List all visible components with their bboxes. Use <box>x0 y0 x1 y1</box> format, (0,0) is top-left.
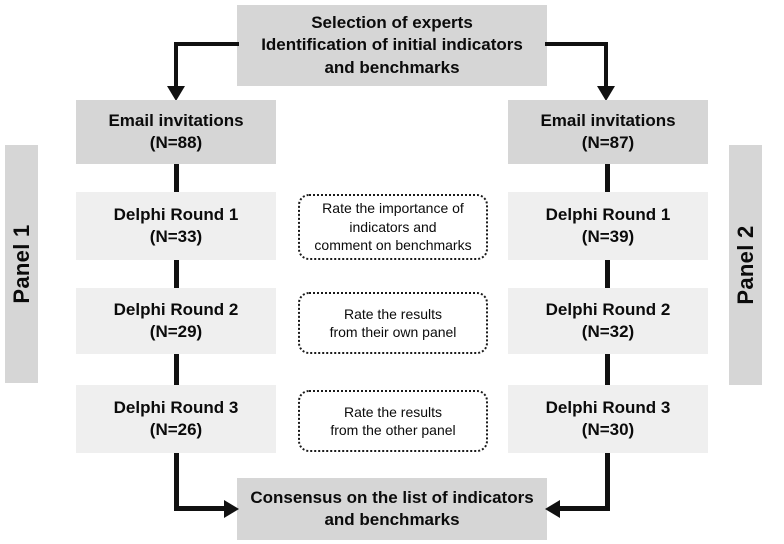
arrow-bottom-right <box>545 500 560 518</box>
left-delphi-round-1-box: Delphi Round 1 (N=33) <box>76 192 276 260</box>
center-note-round-2: Rate the results from their own panel <box>298 292 488 354</box>
panel-bar-right: Panel 2 <box>729 145 762 385</box>
box-count: (N=30) <box>581 420 635 439</box>
box-title: Email invitations <box>108 110 244 130</box>
connector-top-left-horizontal <box>176 42 239 46</box>
panel-label-1: Panel 1 <box>8 224 34 304</box>
left-delphi-round-2-box: Delphi Round 2 (N=29) <box>76 288 276 354</box>
connector-left-2 <box>174 260 179 288</box>
connector-left-1 <box>174 164 179 192</box>
selection-of-experts-box: Selection of experts Identification of i… <box>237 5 547 86</box>
connector-top-right-vertical <box>604 42 608 89</box>
note-line-1: Rate the results <box>343 305 443 322</box>
box-title: Delphi Round 3 <box>113 397 239 417</box>
right-delphi-round-2-box: Delphi Round 2 (N=32) <box>508 288 708 354</box>
box-count: (N=87) <box>581 133 635 152</box>
panel-label-2: Panel 2 <box>732 225 758 305</box>
title-line-2: Identification of initial indicators <box>261 35 523 55</box>
arrow-top-right <box>597 86 615 101</box>
connector-right-1 <box>605 164 610 192</box>
center-note-round-1: Rate the importance of indicators and co… <box>298 194 488 260</box>
connector-bottom-right-vertical <box>605 453 610 510</box>
box-count: (N=39) <box>581 227 635 246</box>
connector-top-right-horizontal <box>545 42 608 46</box>
note-line-2: from their own panel <box>329 324 457 340</box>
box-title: Delphi Round 1 <box>113 204 239 224</box>
connector-top-left-vertical <box>174 42 178 89</box>
connector-bottom-left-vertical <box>174 453 179 510</box>
box-count: (N=26) <box>149 420 203 439</box>
note-line-2: indicators and <box>349 218 437 235</box>
right-delphi-round-3-box: Delphi Round 3 (N=30) <box>508 385 708 453</box>
title-line-1: Selection of experts <box>311 12 473 32</box>
note-line-1: Rate the importance of <box>322 200 464 217</box>
note-line-2: from the other panel <box>330 422 456 438</box>
note-line-1: Rate the results <box>343 403 443 420</box>
connector-right-2 <box>605 260 610 288</box>
consensus-line-1: Consensus on the list of indicators <box>250 487 534 507</box>
consensus-box: Consensus on the list of indicators and … <box>237 478 547 540</box>
right-email-invitations-box: Email invitations (N=87) <box>508 100 708 164</box>
panel-bar-left: Panel 1 <box>5 145 38 383</box>
box-title: Delphi Round 1 <box>545 204 671 224</box>
box-count: (N=32) <box>581 322 635 341</box>
connector-right-3 <box>605 354 610 385</box>
note-line-3: comment on benchmarks <box>314 237 472 254</box>
right-delphi-round-1-box: Delphi Round 1 (N=39) <box>508 192 708 260</box>
box-title: Delphi Round 2 <box>113 299 239 319</box>
connector-bottom-right-horizontal <box>556 506 610 511</box>
box-count: (N=88) <box>149 133 203 152</box>
box-title: Delphi Round 2 <box>545 299 671 319</box>
left-email-invitations-box: Email invitations (N=88) <box>76 100 276 164</box>
box-title: Delphi Round 3 <box>545 397 671 417</box>
arrow-bottom-left <box>224 500 239 518</box>
arrow-top-left <box>167 86 185 101</box>
box-count: (N=29) <box>149 322 203 341</box>
connector-bottom-left-horizontal <box>174 506 228 511</box>
connector-left-3 <box>174 354 179 385</box>
title-line-3: and benchmarks <box>324 57 460 77</box>
box-title: Email invitations <box>540 110 676 130</box>
left-delphi-round-3-box: Delphi Round 3 (N=26) <box>76 385 276 453</box>
consensus-line-2: and benchmarks <box>324 510 460 529</box>
center-note-round-3: Rate the results from the other panel <box>298 390 488 452</box>
box-count: (N=33) <box>149 227 203 246</box>
